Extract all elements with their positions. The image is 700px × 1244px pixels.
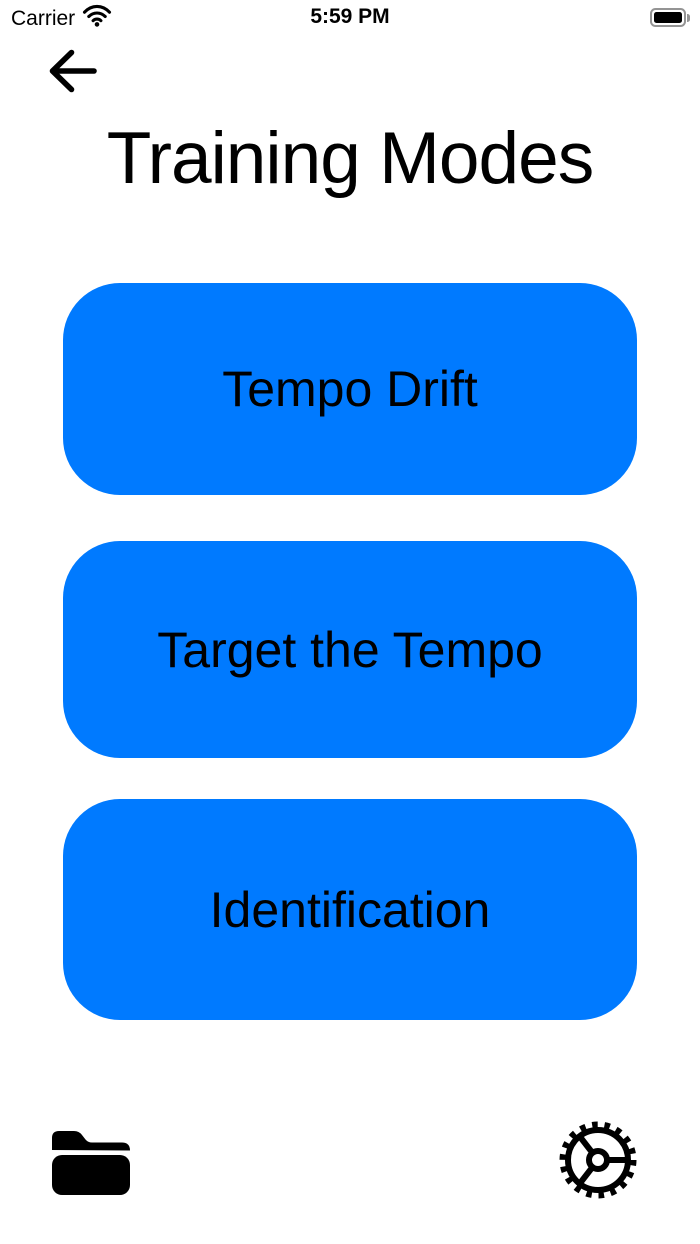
page-title: Training Modes	[106, 118, 594, 199]
status-bar-left: Carrier	[11, 4, 112, 33]
status-bar: Carrier 5:59 PM	[0, 0, 700, 36]
files-button[interactable]	[52, 1130, 130, 1196]
settings-button[interactable]	[557, 1121, 639, 1202]
target-the-tempo-button[interactable]: Target the Tempo	[63, 541, 637, 758]
wifi-icon	[82, 4, 112, 33]
folder-icon	[52, 1129, 130, 1198]
battery-icon	[649, 8, 690, 27]
status-time: 5:59 PM	[310, 5, 390, 28]
gear-icon	[557, 1121, 639, 1202]
back-button[interactable]	[44, 46, 100, 98]
carrier-label: Carrier	[11, 6, 76, 30]
left-arrow-icon	[48, 49, 97, 96]
identification-button[interactable]: Identification	[63, 799, 637, 1020]
tempo-drift-button[interactable]: Tempo Drift	[63, 283, 637, 495]
